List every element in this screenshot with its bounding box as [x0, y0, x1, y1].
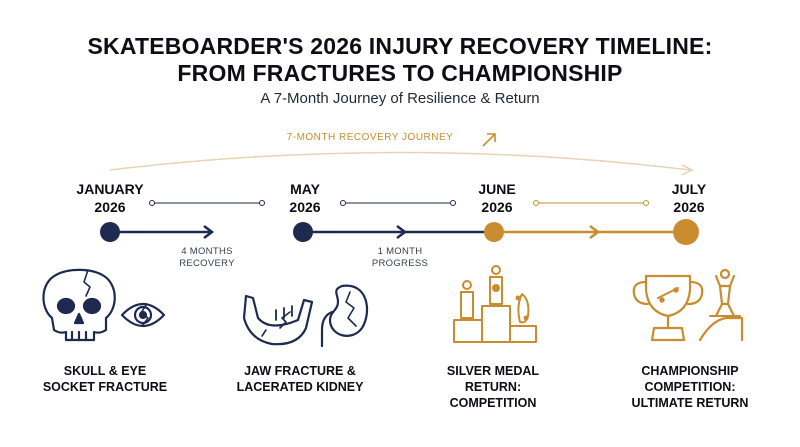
podium-icon [453, 265, 537, 343]
trophy-icon [632, 268, 744, 342]
range-connector-3 [533, 200, 649, 206]
journey-arrow-icon [482, 133, 496, 147]
range-connector-2 [340, 200, 456, 206]
journey-arc [109, 151, 691, 171]
milestone-january-date: JANUARY 2026 [76, 181, 144, 215]
timeline-segment-2 [303, 225, 408, 239]
journey-label: 7-MONTH RECOVERY JOURNEY [286, 132, 454, 143]
interval-label-recovery: 4 MONTHS RECOVERY [179, 246, 235, 269]
milestone-may-date: MAY 2026 [289, 181, 321, 215]
kidney-icon [320, 284, 369, 348]
milestone-dot-july [673, 219, 699, 245]
timeline-segment-3 [494, 225, 686, 239]
milestone-january-caption: SKULL & EYE SOCKET FRACTURE [42, 364, 168, 394]
milestone-june-caption: SILVER MEDAL RETURN: COMPETITION [446, 364, 540, 410]
title-line-1: SKATEBOARDER'S 2026 INJURY RECOVERY TIME… [87, 33, 713, 59]
title-line-2: FROM FRACTURES TO CHAMPIONSHIP [177, 60, 623, 86]
page-title: SKATEBOARDER'S 2026 INJURY RECOVERY TIME… [0, 33, 800, 87]
timeline-segment-1 [110, 225, 215, 239]
milestone-dot-january [100, 222, 120, 242]
milestone-dot-june [484, 222, 504, 242]
jaw-icon [242, 294, 314, 346]
page-subtitle: A 7-Month Journey of Resilience & Return [260, 90, 540, 107]
milestone-may-caption: JAW FRACTURE & LACERATED KIDNEY [236, 364, 364, 394]
milestone-dot-may [293, 222, 313, 242]
milestone-june-date: JUNE 2026 [478, 181, 516, 215]
milestone-july-date: JULY 2026 [671, 181, 707, 215]
eye-icon [120, 302, 166, 328]
milestone-july-caption: CHAMPIONSHIP COMPETITION: ULTIMATE RETUR… [631, 364, 749, 410]
skull-icon [42, 268, 116, 342]
range-connector-1 [149, 200, 265, 206]
interval-label-progress: 1 MONTH PROGRESS [371, 246, 429, 269]
journey-arc-arrowhead [681, 164, 694, 176]
